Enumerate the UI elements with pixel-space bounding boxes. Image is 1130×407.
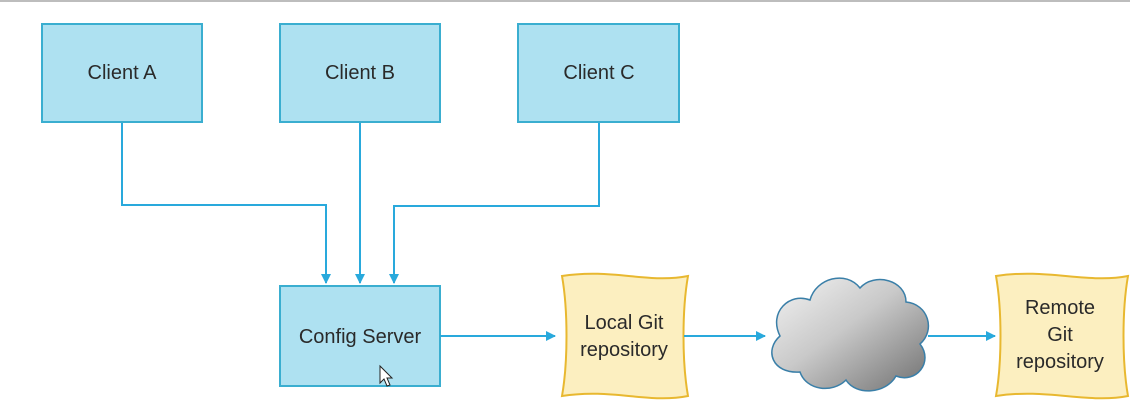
config-server-box: Config Server	[279, 285, 441, 387]
connector-client-a	[121, 122, 331, 284]
local-repo-line2: repository	[580, 339, 668, 361]
client-a-box: Client A	[41, 23, 203, 123]
client-a-label: Client A	[88, 62, 158, 84]
client-b-label: Client B	[325, 62, 395, 84]
connector-client-c	[389, 122, 600, 284]
remote-repo-line3: repository	[1016, 351, 1104, 373]
remote-repo-line2: Git	[1047, 324, 1073, 346]
remote-repo-line1: Remote	[1025, 297, 1095, 319]
local-repo-shape: Local Git repository	[560, 272, 690, 400]
cloud-icon	[771, 277, 930, 392]
local-repo-line1: Local Git	[585, 312, 664, 334]
client-c-label: Client C	[563, 62, 634, 84]
mouse-cursor-icon	[379, 364, 394, 387]
client-connectors	[121, 122, 600, 284]
config-server-label: Config Server	[299, 326, 422, 348]
client-c-box: Client C	[517, 23, 680, 123]
client-b-box: Client B	[279, 23, 441, 123]
remote-repo-shape: Remote Git repository	[994, 272, 1130, 400]
